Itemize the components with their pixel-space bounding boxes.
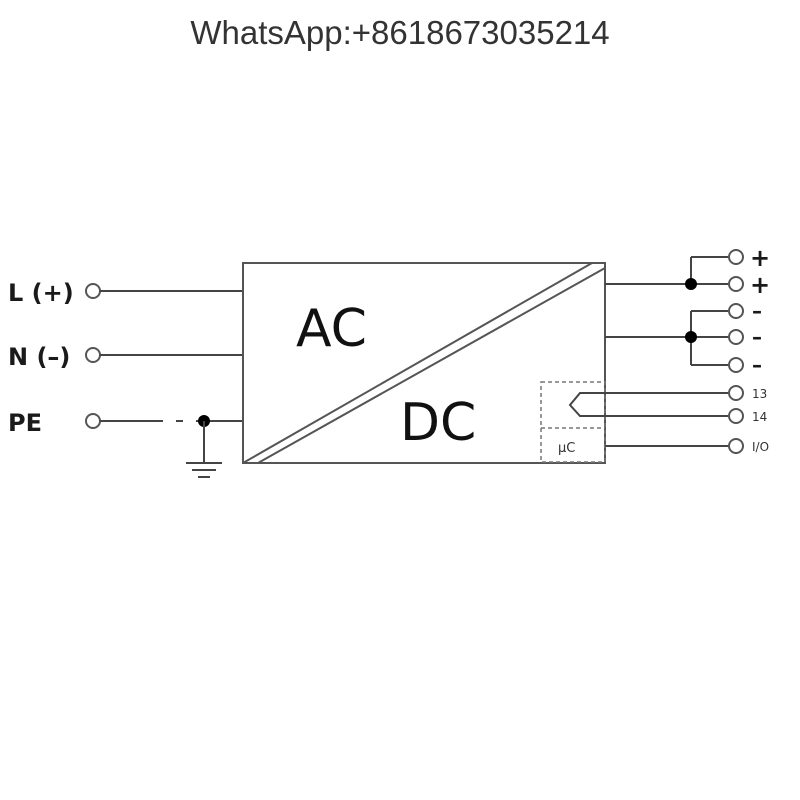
output-minus-1-label: – bbox=[752, 299, 762, 323]
output-minus-1-terminal bbox=[728, 303, 744, 319]
output-minus-3-label: – bbox=[752, 353, 762, 377]
converter-diagonal-1 bbox=[242, 262, 593, 464]
converter-diagonal-2 bbox=[257, 267, 606, 464]
relay-contact bbox=[568, 392, 605, 417]
relay-13-label: 13 bbox=[752, 387, 767, 401]
output-minus-3-terminal bbox=[728, 357, 744, 373]
converter-block bbox=[242, 262, 606, 464]
uc-label: µC bbox=[558, 441, 575, 456]
output-plus-junction-dot bbox=[685, 278, 697, 290]
output-minus-2-terminal bbox=[728, 329, 744, 345]
watermark-text: WhatsApp:+8618673035214 bbox=[190, 14, 610, 51]
input-pe-label: PE bbox=[8, 409, 42, 437]
input-l-label: L (+) bbox=[8, 279, 74, 307]
output-minus-2-label: – bbox=[752, 325, 762, 349]
io-label: I/O bbox=[752, 440, 769, 454]
relay-13-terminal bbox=[728, 385, 744, 401]
dc-label: DC bbox=[400, 393, 476, 453]
io-terminal bbox=[728, 438, 744, 454]
relay-14-terminal bbox=[728, 408, 744, 424]
ac-label: AC bbox=[296, 299, 367, 359]
output-minus-junction-dot bbox=[685, 331, 697, 343]
relay-box bbox=[540, 381, 606, 463]
input-pe-terminal bbox=[85, 413, 101, 429]
output-plus-2-terminal bbox=[728, 276, 744, 292]
output-plus-1-terminal bbox=[728, 249, 744, 265]
relay-14-label: 14 bbox=[752, 410, 767, 424]
input-n-label: N (–) bbox=[8, 343, 70, 371]
output-plus-2-label: + bbox=[750, 271, 770, 299]
output-plus-1-label: + bbox=[750, 244, 770, 272]
input-l-terminal bbox=[85, 283, 101, 299]
input-n-terminal bbox=[85, 347, 101, 363]
